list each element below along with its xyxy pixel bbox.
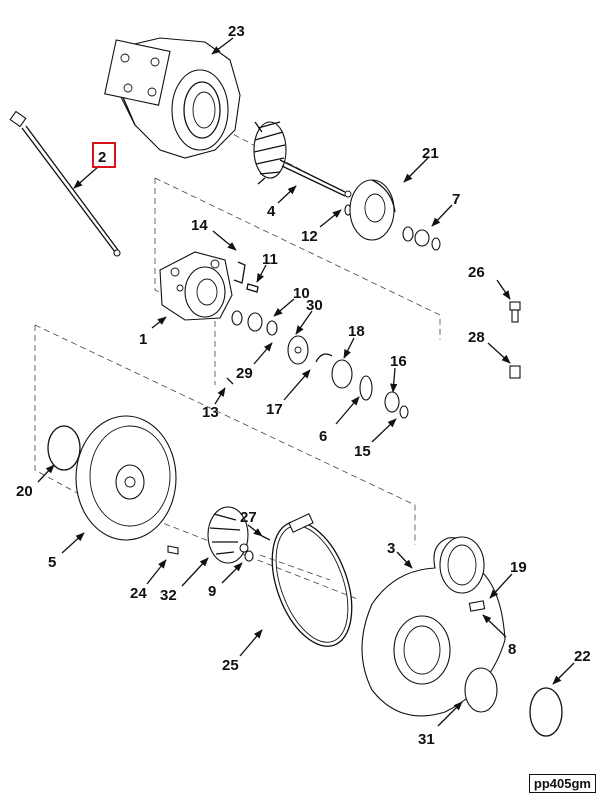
callout-16[interactable]: 16 [390,353,407,370]
nut-part-9 [244,550,254,562]
nut-part-27 [261,535,271,541]
callout-10[interactable]: 10 [293,285,310,302]
callout-20[interactable]: 20 [16,483,33,500]
callout-28[interactable]: 28 [468,329,485,346]
callout-27[interactable]: 27 [240,509,257,526]
callout-14[interactable]: 14 [191,217,208,234]
snap-ring-part [529,687,563,737]
callout-12[interactable]: 12 [301,228,318,245]
callout-6[interactable]: 6 [319,428,327,445]
seal-ring-part [399,405,409,419]
callout-17[interactable]: 17 [266,401,283,418]
sensor-rod-part [9,110,121,257]
screw-part-11 [246,283,259,293]
v-band-clamp-part [271,513,353,647]
plug-part-28 [509,365,521,379]
callout-3[interactable]: 3 [387,540,395,557]
turbine-wheel-shaft-part [253,121,352,198]
callout-19[interactable]: 19 [510,559,527,576]
heat-shield-part [349,179,396,241]
compressor-housing-part [361,536,506,717]
insert-part [331,359,353,389]
callout-21[interactable]: 21 [422,145,439,162]
callout-9[interactable]: 9 [208,583,216,600]
housing-insert-part [464,667,498,713]
callout-22[interactable]: 22 [574,648,591,665]
callout-1[interactable]: 1 [139,331,147,348]
callout-5[interactable]: 5 [48,554,56,571]
o-ring-part-6 [359,375,373,401]
large-o-ring-part [47,425,81,471]
callout-15[interactable]: 15 [354,443,371,460]
callout-11[interactable]: 11 [262,251,278,268]
seal-part [384,391,400,413]
callout-30[interactable]: 30 [306,297,323,314]
callout-13[interactable]: 13 [202,404,219,421]
bearing-stack-parts [231,310,309,365]
callout-23[interactable]: 23 [228,23,245,40]
callout-32[interactable]: 32 [160,587,177,604]
leader-lines [37,37,575,727]
retaining-ring-part [315,353,333,363]
thrust-collar-part [402,226,441,251]
callout-8[interactable]: 8 [508,641,516,658]
pin-part [226,377,234,385]
callout-29[interactable]: 29 [236,365,253,382]
bolt-part-24 [167,545,179,555]
compressor-wheel-part [207,506,249,564]
fitting-part-26 [509,301,521,323]
callout-4[interactable]: 4 [267,203,276,220]
callout-7[interactable]: 7 [452,191,460,208]
clip-part [233,261,246,284]
callout-24[interactable]: 24 [130,585,147,602]
callout-labels: 23 2 21 4 12 7 14 11 10 30 1 29 18 26 28… [16,23,591,748]
compressor-backplate-part [75,415,177,541]
callout-2[interactable]: 2 [98,149,106,166]
bearing-housing-part [159,251,233,321]
callout-26[interactable]: 26 [468,264,485,281]
figure-code-label: pp405gm [528,774,596,793]
callout-25[interactable]: 25 [222,657,239,674]
turbine-housing-part [104,37,241,159]
callout-18[interactable]: 18 [348,323,365,340]
callout-31[interactable]: 31 [418,731,435,748]
highlighted-callout-box [92,142,116,168]
